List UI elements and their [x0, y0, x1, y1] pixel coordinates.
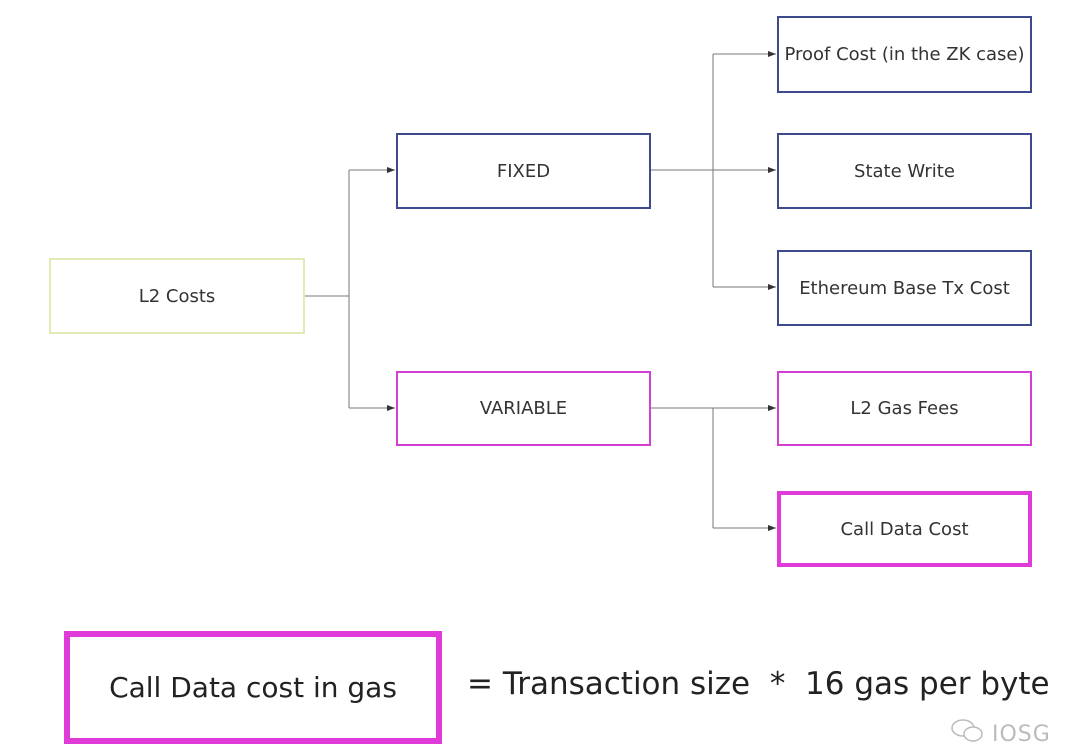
node-call-data-cost: Call Data Cost [777, 491, 1032, 567]
formula-rhs: = Transaction size * 16 gas per byte [467, 666, 1050, 702]
node-variable: VARIABLE [396, 371, 651, 446]
node-l2-costs: L2 Costs [49, 258, 305, 334]
node-l2-gas-fees: L2 Gas Fees [777, 371, 1032, 446]
node-proof-cost: Proof Cost (in the ZK case) [777, 16, 1032, 93]
watermark-text: IOSG [992, 721, 1051, 747]
formula-lhs-box: Call Data cost in gas [64, 631, 442, 744]
node-fixed: FIXED [396, 133, 651, 209]
wechat-chat-icon [950, 718, 986, 750]
node-state-write: State Write [777, 133, 1032, 209]
node-ethereum-base-tx-cost: Ethereum Base Tx Cost [777, 250, 1032, 326]
watermark: IOSG [950, 718, 1051, 750]
